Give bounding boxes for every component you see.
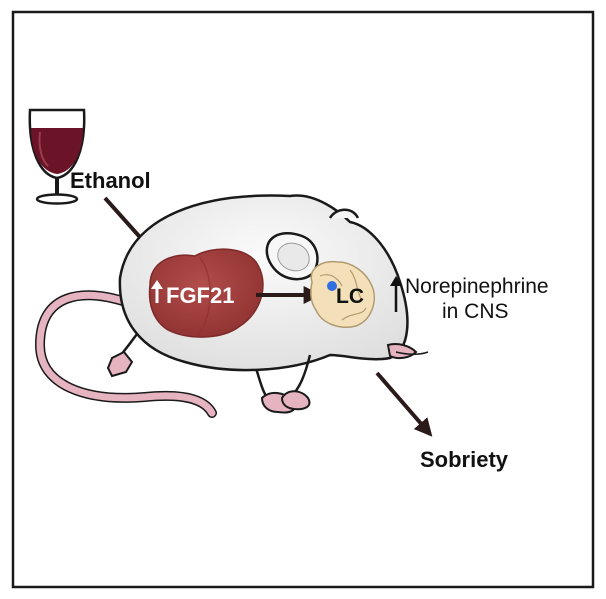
norepinephrine-cns-label: in CNS [442, 300, 509, 323]
brain-icon [310, 260, 376, 328]
norepinephrine-up-arrow-icon [390, 276, 402, 312]
mouse-to-sobriety-arrow [375, 371, 433, 437]
norepinephrine-label: Norepinephrine [405, 275, 549, 298]
sobriety-label: Sobriety [420, 447, 509, 472]
liver-icon [148, 248, 264, 338]
lc-dot [327, 281, 337, 291]
ethanol-label: Ethanol [70, 168, 151, 193]
up-arrow-icon [151, 280, 163, 303]
wine-glass-icon [28, 108, 86, 205]
lc-label: LC [336, 285, 364, 308]
fgf21-label: FGF21 [166, 283, 234, 308]
